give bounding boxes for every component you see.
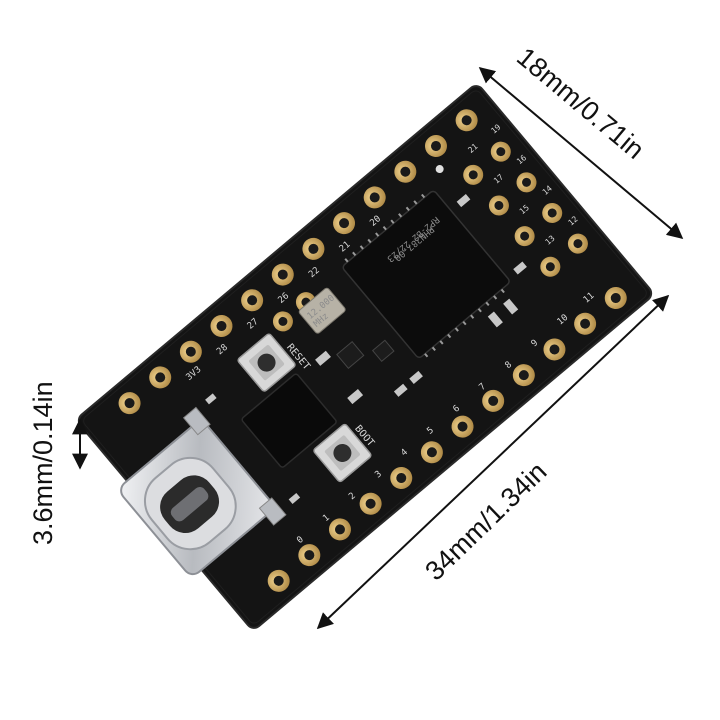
width-label: 18mm/0.71in <box>511 42 650 165</box>
pcb-body <box>77 85 653 629</box>
thickness-label: 3.6mm/0.14in <box>28 381 58 545</box>
pcb-board: RESET BOOT 12.000 MHz <box>77 85 653 629</box>
flash-chip <box>241 373 337 468</box>
usb-c-connector <box>120 406 287 576</box>
length-arrow <box>316 294 670 630</box>
reset-button: RESET <box>237 333 312 392</box>
led <box>435 165 444 174</box>
top-pin-row <box>118 109 478 415</box>
bottom-pin-label: 0 <box>295 535 306 546</box>
width-arrow <box>478 66 684 240</box>
